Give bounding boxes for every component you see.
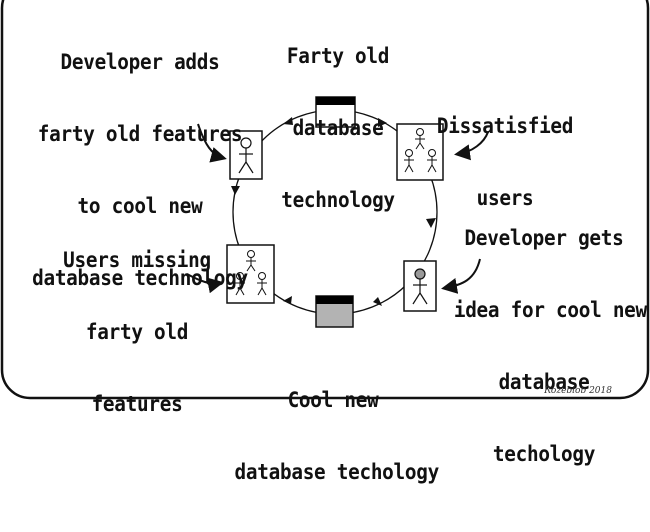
label-right-line: idea for cool new (453, 298, 647, 322)
label-right-line: techology (492, 442, 596, 466)
label-right-line: database (498, 370, 590, 394)
label-left-line: Users missing (63, 248, 211, 272)
dissatisfied-users-group-icon (396, 123, 444, 181)
label-top-left-line: farty old features (37, 122, 243, 146)
label-bottom: Cool new database techology (234, 340, 440, 532)
label-top-line: Farty old (286, 44, 390, 68)
label-right-line: Developer gets (464, 226, 624, 250)
label-top-right-line: Dissatisfied (436, 114, 574, 138)
label-top-left: Developer adds farty old features to coo… (30, 2, 251, 338)
label-top-right: Dissatisfied users (436, 66, 574, 258)
label-top-left-line: Developer adds (60, 50, 220, 74)
new-database-window-icon (315, 295, 354, 328)
cycle-arrow (378, 118, 387, 127)
label-left-line: farty old (85, 320, 189, 344)
callout-arrow-right (441, 258, 481, 294)
label-bottom-line: Cool new (287, 388, 379, 412)
cycle-arrow (426, 218, 436, 228)
callout-arrow-left (186, 273, 224, 294)
comic-panel: Farty old database technology Developer … (0, 0, 650, 484)
label-right: Developer gets idea for cool new databas… (453, 178, 647, 514)
label-bottom-line: database techology (234, 460, 440, 484)
cycle-direction-arrows (231, 117, 436, 306)
label-top-left-line: database technology (32, 266, 248, 290)
cycle-arrow (373, 297, 382, 306)
cycle-arrow (231, 186, 240, 195)
cycle-diagram (0, 0, 650, 400)
old-database-window-icon (315, 96, 356, 128)
label-top-left-line: to cool new (77, 194, 203, 218)
developer-gray-head-stick-figure-icon (403, 260, 437, 312)
label-top-right-line: users (476, 186, 534, 210)
panel-border (0, 0, 650, 400)
label-top-line: technology (281, 188, 395, 212)
artist-signature: Rozeblob 2018 (544, 386, 612, 396)
label-top-line: database (292, 116, 384, 140)
missing-features-users-group-icon (226, 244, 275, 304)
callout-arrow-top-left (197, 123, 227, 163)
cycle-arrow (283, 296, 292, 304)
label-left: Users missing farty old features (59, 200, 215, 464)
label-top: Farty old database technology (274, 0, 403, 260)
label-left-line: features (91, 392, 183, 416)
callout-arrow-top-right (454, 131, 489, 161)
cycle-arrow (283, 117, 293, 125)
developer-stick-figure-icon (229, 130, 263, 180)
